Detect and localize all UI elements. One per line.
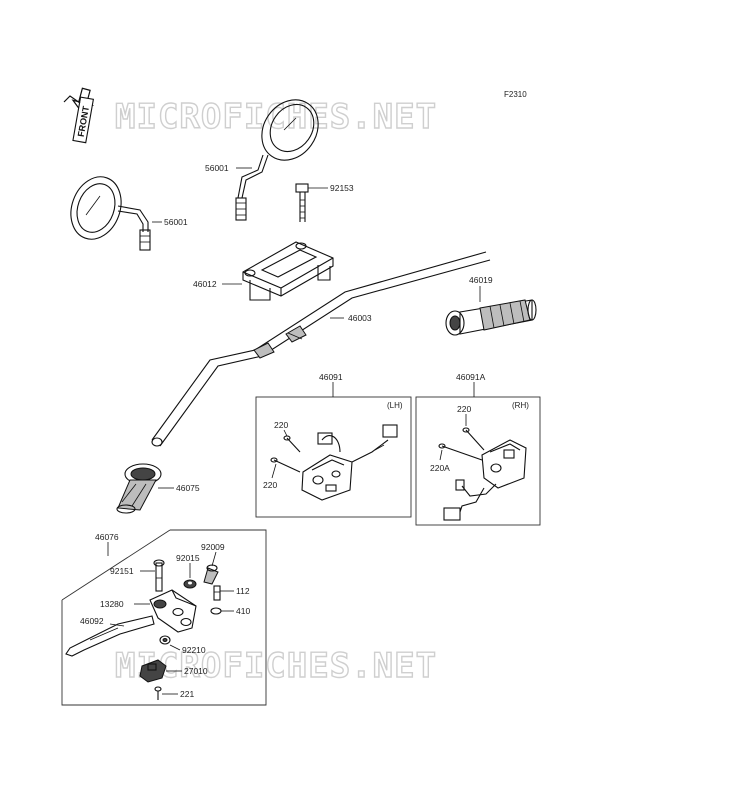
label-bolt-holder: 92153 <box>330 183 354 193</box>
label-lh-screw-top: 220 <box>274 420 288 430</box>
switch-rh-icon <box>443 439 527 521</box>
label-bolt-92151: 92151 <box>110 566 134 576</box>
figure-code: F2310 <box>504 90 527 99</box>
label-bracket-13280: 13280 <box>100 599 124 609</box>
bracket-13280-icon <box>149 589 197 633</box>
handlebar-holder-icon <box>242 241 334 301</box>
switch-lh-icon <box>301 424 398 501</box>
lever-46092-icon <box>65 615 155 657</box>
screw-221-icon <box>154 686 162 700</box>
mirror-left-icon <box>70 176 151 251</box>
label-switch-rh: 46091A <box>456 372 486 382</box>
screw-rh-top-icon <box>462 427 485 451</box>
handlebar-icon <box>151 251 491 447</box>
watermark-bottom: MICROFICHES.NET <box>115 646 437 686</box>
label-screw-221: 221 <box>180 689 194 699</box>
bolt-92151-icon <box>153 559 165 592</box>
watermark-top: MICROFICHES.NET <box>115 97 437 137</box>
label-switch-27010: 27010 <box>184 666 208 676</box>
label-screw-92009: 92009 <box>201 542 225 552</box>
label-nut-112: 112 <box>236 586 250 596</box>
label-lever-46092: 46092 <box>80 616 104 626</box>
label-grip-right: 46019 <box>469 275 493 285</box>
right-grip-icon <box>445 299 537 336</box>
washer-92015-icon <box>183 579 197 589</box>
tag-lh: (LH) <box>387 401 403 410</box>
lever-assy-frame <box>61 529 267 706</box>
screw-rh-bottom-icon <box>438 443 483 461</box>
label-washer-92015: 92015 <box>176 553 200 563</box>
label-handlebar: 46003 <box>348 313 372 323</box>
label-rh-screw-top: 220 <box>457 404 471 414</box>
screw-92009-icon <box>203 564 219 585</box>
mirror-right-icon <box>235 99 319 221</box>
label-lever-assy: 46076 <box>95 532 119 542</box>
switch-lh-frame <box>255 396 412 518</box>
label-switch-lh: 46091 <box>319 372 343 382</box>
switch-rh-frame <box>415 396 541 526</box>
label-mirror-right: 56001 <box>205 163 229 173</box>
screw-lh-bottom-icon <box>270 457 301 473</box>
label-holder: 46012 <box>193 279 217 289</box>
screw-lh-top-icon <box>283 435 301 453</box>
label-nut-92210: 92210 <box>182 645 206 655</box>
left-grip-icon <box>116 463 162 514</box>
label-ring-410: 410 <box>236 606 250 616</box>
switch-27010-icon <box>139 659 167 683</box>
label-grip-left: 46075 <box>176 483 200 493</box>
ring-410-icon <box>210 607 222 615</box>
tag-rh: (RH) <box>512 401 529 410</box>
label-lh-screw-bottom: 220 <box>263 480 277 490</box>
label-mirror-left: 56001 <box>164 217 188 227</box>
nut-92210-icon <box>159 635 171 645</box>
label-rh-screw-bottom: 220A <box>430 463 450 473</box>
front-arrow-label: FRONT <box>72 96 95 144</box>
bolt-icon <box>295 183 309 222</box>
nut-112-icon <box>213 585 221 601</box>
